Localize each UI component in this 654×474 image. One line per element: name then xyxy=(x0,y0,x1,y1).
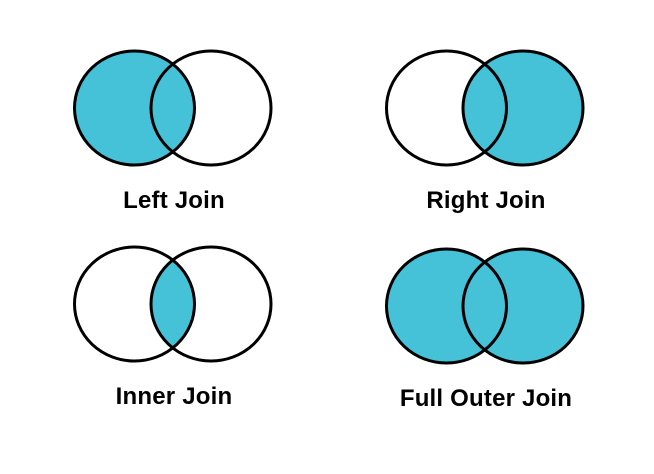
right-circle-outline xyxy=(461,247,585,365)
left-join-label: Left Join xyxy=(123,187,225,214)
left-circle-outline xyxy=(385,49,508,167)
inner-join-label: Inner Join xyxy=(115,383,233,410)
right-circle-outline xyxy=(149,49,273,167)
left-join-figure: Left Join xyxy=(59,48,289,219)
full-outer-join-venn-diagram xyxy=(385,247,585,365)
inner-join-figure: Inner Join xyxy=(59,244,289,415)
left-circle-outline xyxy=(385,247,508,365)
left-join-venn-diagram xyxy=(73,49,273,167)
full-outer-join-figure: Full Outer Join xyxy=(371,246,601,417)
left-circle-outline xyxy=(73,245,196,363)
left-circle-region xyxy=(74,51,195,165)
right-circle-outline xyxy=(149,245,273,363)
right-circle-outline xyxy=(461,49,585,167)
right-circle-region xyxy=(463,51,583,165)
inner-join-venn-diagram xyxy=(73,245,273,363)
right-circle-region xyxy=(463,249,583,363)
right-join-figure: Right Join xyxy=(371,48,601,219)
right-join-label: Right Join xyxy=(426,187,546,214)
full-outer-join-label: Full Outer Join xyxy=(399,385,573,412)
left-circle-outline xyxy=(73,49,196,167)
right-join-venn-diagram xyxy=(385,49,585,167)
intersection-region xyxy=(151,247,195,361)
